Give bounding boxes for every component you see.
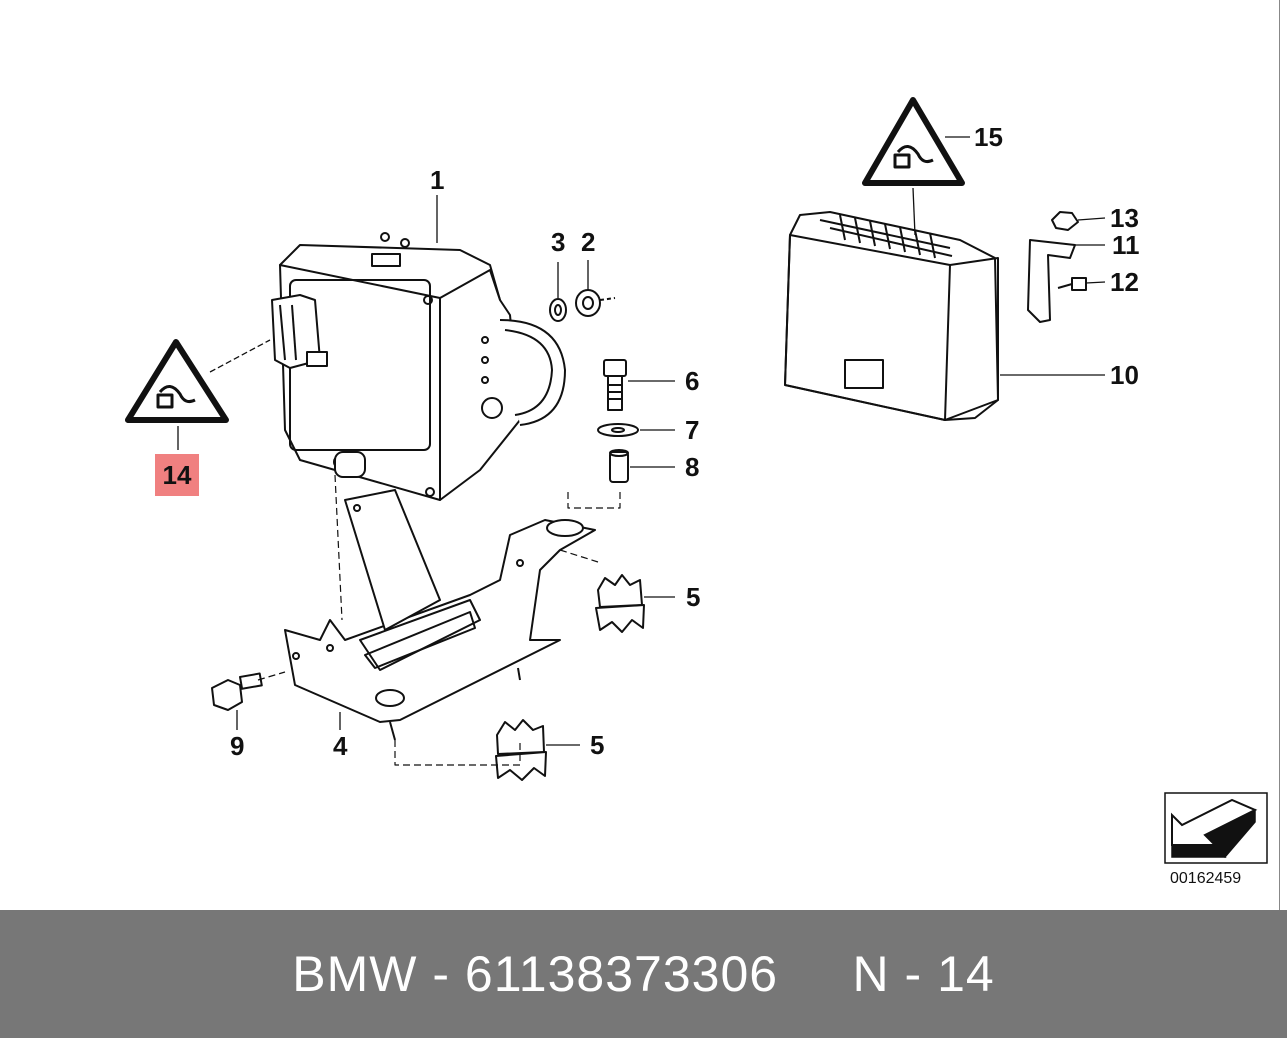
abs-hydraulic-unit [271,232,566,501]
callout-15[interactable]: 15 [974,122,1003,152]
callout-3[interactable]: 3 [551,227,566,257]
rubber-mount-5-lower [495,719,547,781]
washer-3 [549,298,567,322]
footer-bar: BMW - 61138373306 N - 14 [0,910,1287,1038]
callout-5-upper[interactable]: 5 [686,582,701,612]
washer-7 [597,423,639,437]
callout-13[interactable]: 13 [1110,203,1139,233]
callout-9[interactable]: 9 [230,731,245,761]
bolt-9 [211,672,263,711]
callout-14-highlighted[interactable]: 14 [155,454,199,496]
nut-2 [575,289,616,317]
callout-6[interactable]: 6 [685,366,700,396]
screw-12 [1057,277,1087,291]
navigation-arrow-icon [1164,792,1268,864]
parts-diagram [125,97,1268,864]
bolt-6 [603,359,627,411]
callout-12[interactable]: 12 [1110,267,1139,297]
callout-7[interactable]: 7 [685,415,700,445]
warning-label-14 [125,339,229,423]
assembly-lines [257,474,621,766]
warning-label-15 [862,97,965,186]
diagram-reference-code: 00162459 [1170,870,1242,887]
rubber-mount-5-upper [595,574,645,633]
nut-13 [1051,211,1079,231]
bushing-8 [609,449,629,483]
callout-11[interactable]: 11 [1112,230,1140,260]
callout-1[interactable]: 1 [430,165,445,195]
leader-lines [177,136,1106,746]
callout-2[interactable]: 2 [581,227,596,257]
callout-4[interactable]: 4 [333,731,348,761]
right-edge-border [1279,0,1280,910]
bracket-4 [284,489,596,741]
bracket-11 [1027,239,1076,323]
callout-8[interactable]: 8 [685,452,700,482]
callout-10[interactable]: 10 [1110,360,1139,390]
footer-part-number: BMW - 61138373306 N - 14 [292,946,995,1002]
control-unit-10 [784,211,999,421]
callout-5-lower[interactable]: 5 [590,730,605,760]
